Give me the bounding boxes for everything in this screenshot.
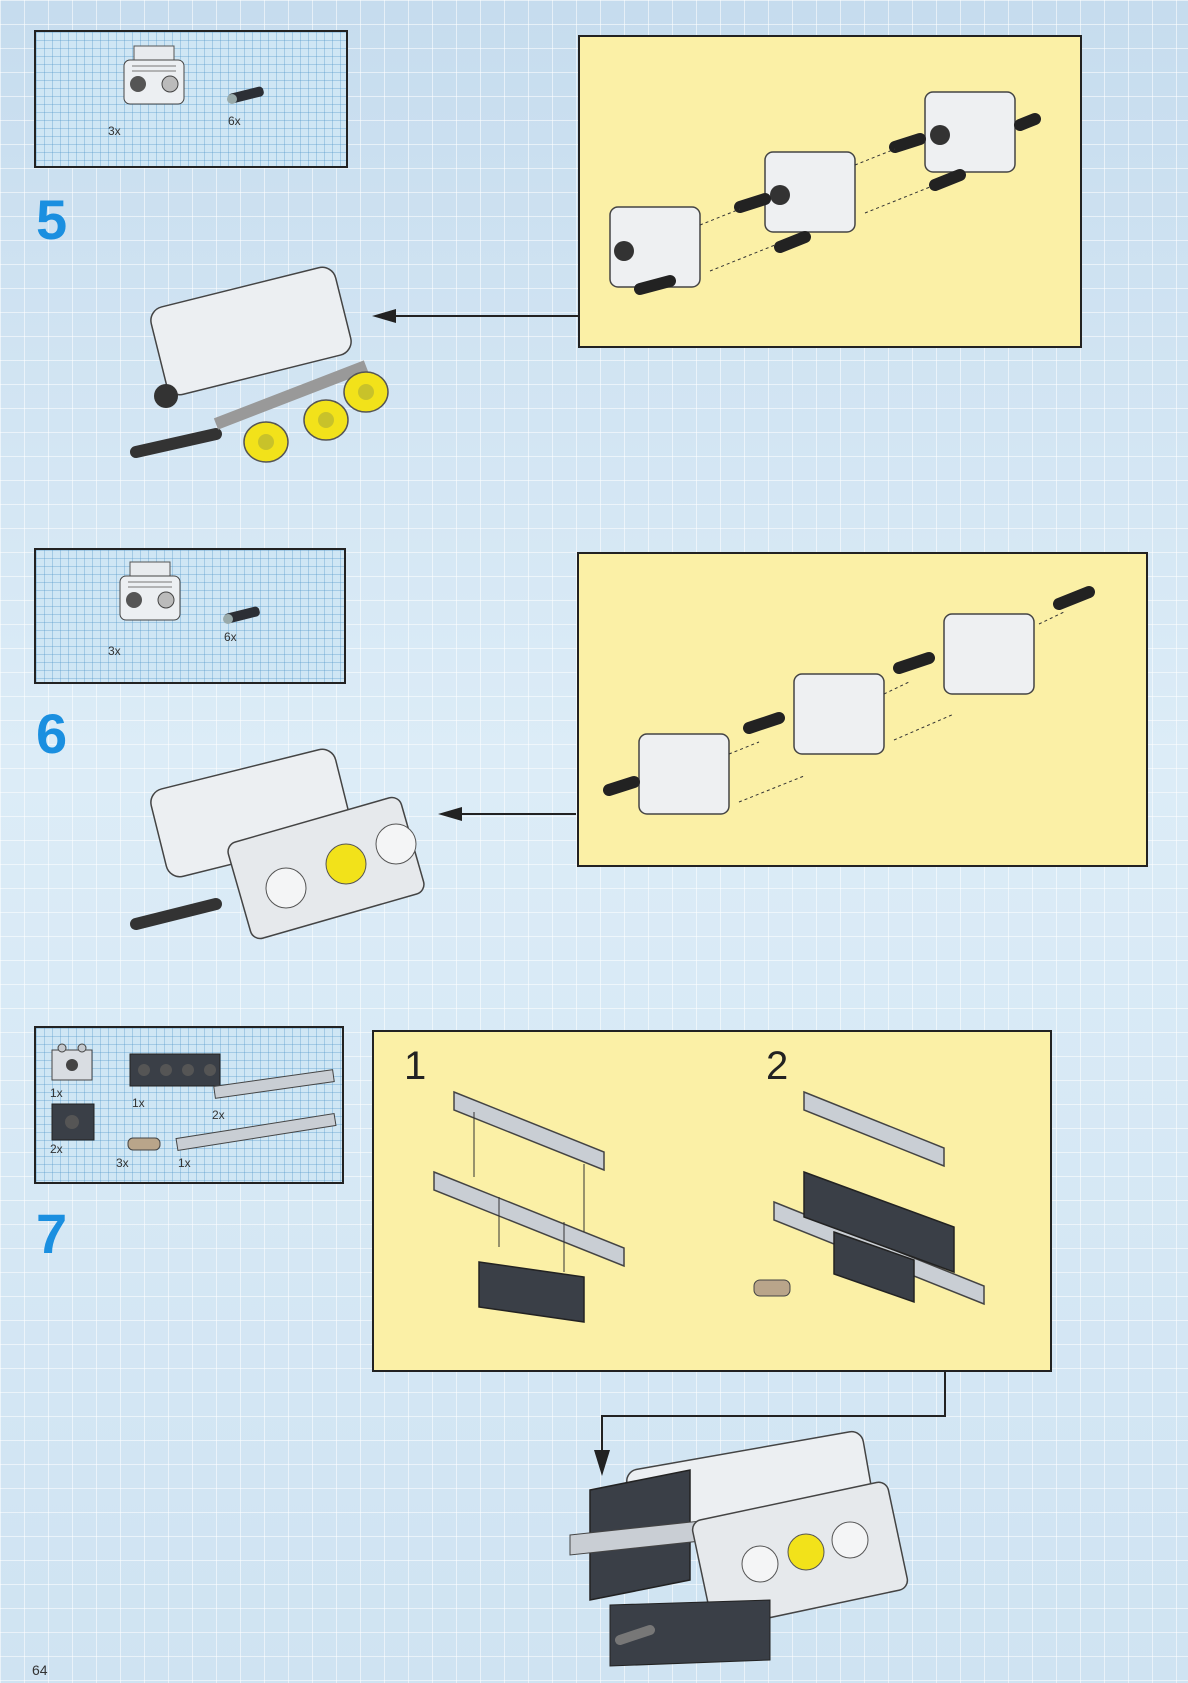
bushing-part-icon xyxy=(124,1132,168,1156)
black-brick-part-icon xyxy=(48,1094,98,1144)
part-qty: 3x xyxy=(108,124,121,138)
substep-number: 1 xyxy=(404,1044,426,1089)
page-number: 64 xyxy=(32,1662,48,1678)
step-number: 6 xyxy=(36,706,67,762)
substep-1-illustration xyxy=(434,1072,674,1342)
part-qty: 1x xyxy=(132,1096,145,1110)
assembly-panel-step-5 xyxy=(578,35,1082,348)
part-qty: 3x xyxy=(108,644,121,658)
assembly-arrow xyxy=(436,806,578,826)
parts-box-step-5: 3x 6x xyxy=(34,30,348,168)
part-qty: 2x xyxy=(50,1142,63,1156)
part-qty: 1x xyxy=(178,1156,191,1170)
plate-part-icon xyxy=(210,1068,340,1098)
light-gray-brick-part-icon xyxy=(48,1040,98,1084)
assembly-panel-step-7: 1 2 xyxy=(372,1030,1052,1372)
engine-blocks-exploded-illustration xyxy=(600,57,1060,337)
step-number: 5 xyxy=(36,192,67,248)
parts-box-step-6: 3x 6x xyxy=(34,548,346,684)
engine-blocks-exploded-illustration xyxy=(599,564,1129,854)
step-number: 7 xyxy=(36,1206,67,1262)
pin-part-icon xyxy=(224,80,274,110)
engine-block-part-icon xyxy=(114,42,204,122)
substep-2-illustration xyxy=(774,1072,1034,1342)
assembly-panel-step-6 xyxy=(577,552,1148,867)
parts-box-step-7: 1x 1x 2x 2x 3x 1x xyxy=(34,1026,344,1184)
engine-block-part-icon xyxy=(110,558,200,638)
engine-assembly-step-5-illustration xyxy=(126,256,416,476)
long-plate-part-icon xyxy=(172,1102,342,1152)
pin-part-icon xyxy=(220,600,270,630)
part-qty: 6x xyxy=(224,630,237,644)
engine-assembly-step-6-illustration xyxy=(126,738,446,952)
engine-assembly-step-7-illustration xyxy=(570,1430,930,1674)
part-qty: 6x xyxy=(228,114,241,128)
part-qty: 3x xyxy=(116,1156,129,1170)
